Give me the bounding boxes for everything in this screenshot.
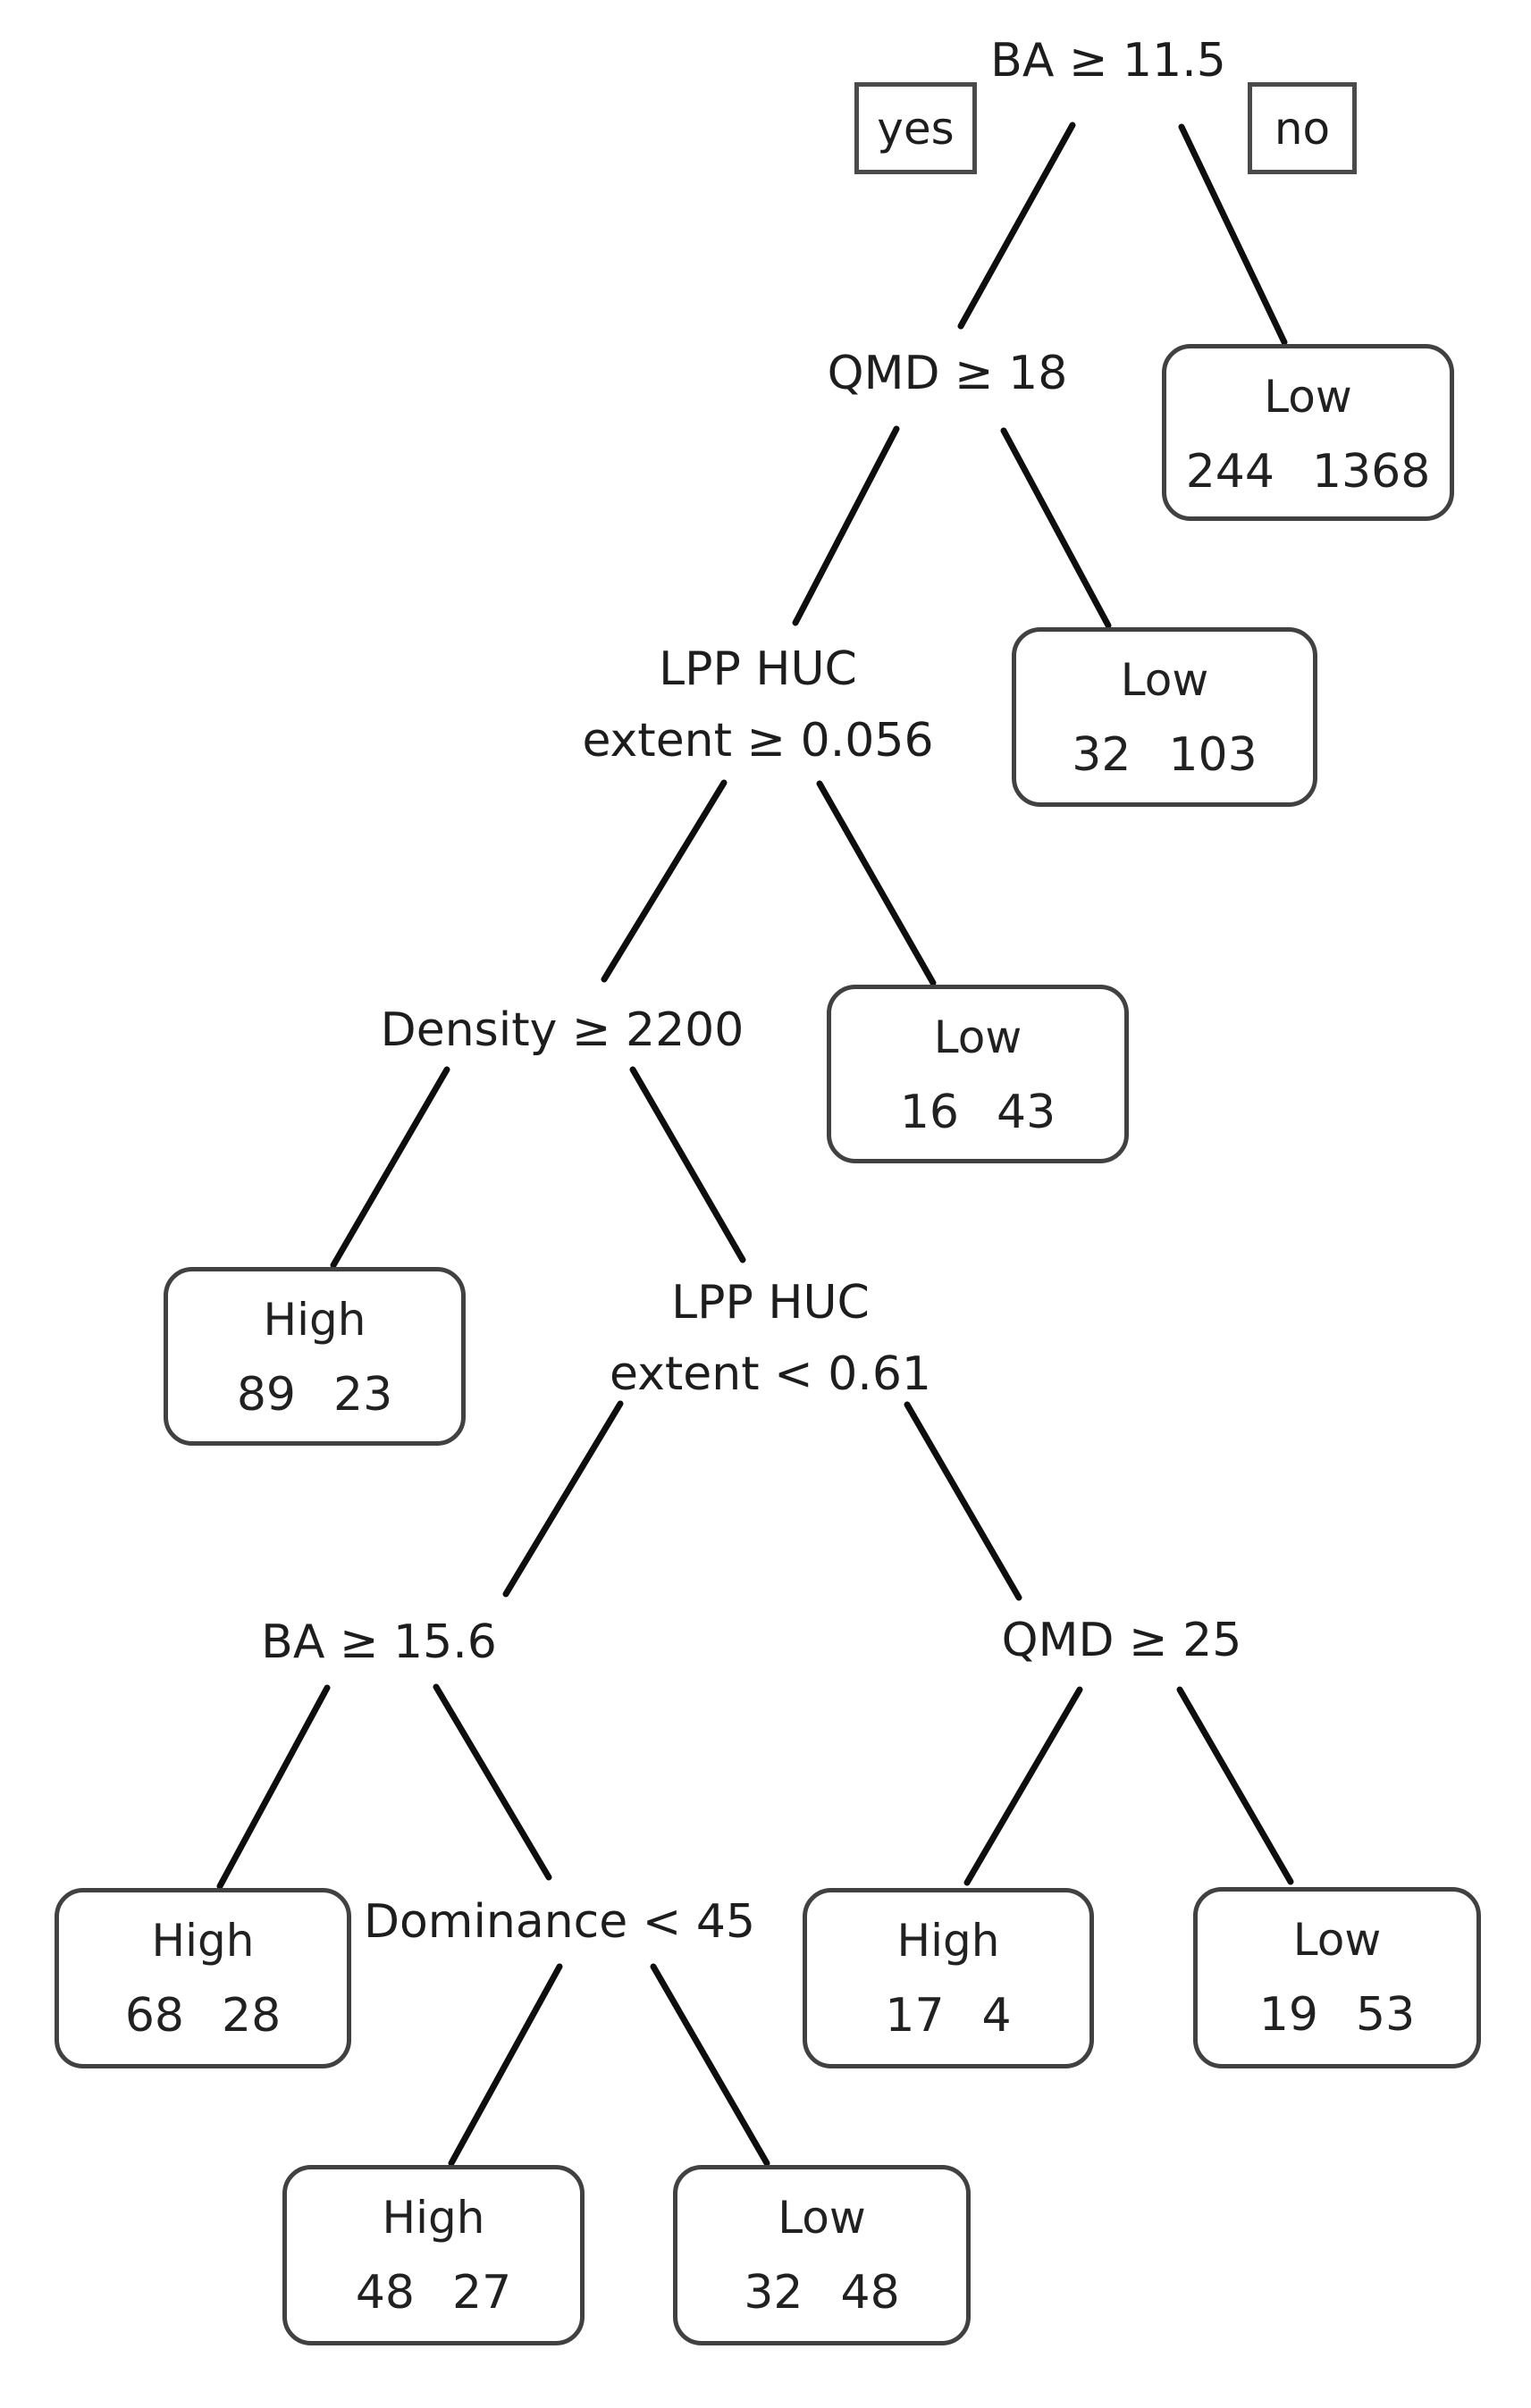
- node-qmd-25: QMD ≥ 25: [854, 1605, 1390, 1676]
- leaf-class-label: High: [382, 2192, 485, 2244]
- leaf-class-label: High: [151, 1915, 255, 1967]
- count-right: 27: [452, 2266, 512, 2320]
- count-right: 53: [1356, 1988, 1416, 2042]
- edge-dom45-low3248: [650, 1963, 770, 2167]
- leaf-counts: 89 23: [168, 1357, 461, 1432]
- edge-ba115-low244: [1178, 123, 1288, 346]
- edge-ba115-qmd18: [957, 122, 1076, 330]
- edge-density-high8923: [330, 1066, 450, 1269]
- edge-qmd25-high174: [963, 1686, 1083, 1886]
- leaf-counts: 32 48: [677, 2255, 966, 2330]
- node-ba-15-6: BA ≥ 15.6: [111, 1607, 647, 1678]
- node-label-line1: LPP HUC: [671, 1276, 870, 1330]
- count-left: 48: [355, 2266, 415, 2320]
- leaf-low-19-53: Low 19 53: [1193, 1887, 1481, 2068]
- count-left: 68: [124, 1989, 184, 2043]
- count-right: 4: [981, 1989, 1012, 2043]
- node-dominance-45: Dominance < 45: [291, 1886, 828, 1958]
- leaf-low-32-48: Low 32 48: [673, 2165, 971, 2345]
- count-left: 32: [1072, 728, 1131, 782]
- count-right: 43: [997, 1086, 1056, 1139]
- count-left: 16: [899, 1086, 959, 1139]
- leaf-low-16-43: Low 16 43: [827, 985, 1129, 1163]
- leaf-high-48-27: High 48 27: [282, 2165, 585, 2345]
- count-left: 244: [1185, 445, 1274, 499]
- edge-ba156-high6828: [216, 1684, 331, 1890]
- leaf-class-label: High: [263, 1294, 366, 1346]
- node-label: BA ≥ 15.6: [261, 1615, 497, 1669]
- no-label: no: [1274, 102, 1331, 155]
- node-label-line2: extent ≥ 0.056: [582, 714, 934, 768]
- count-right: 1368: [1311, 445, 1431, 499]
- leaf-counts: 244 1368: [1166, 434, 1450, 509]
- node-qmd-18: QMD ≥ 18: [679, 338, 1216, 409]
- leaf-class-label: Low: [933, 1011, 1022, 1063]
- node-density-2200: Density ≥ 2200: [294, 994, 830, 1066]
- leaf-class-label: Low: [1292, 1914, 1382, 1966]
- leaf-low-32-103: Low 32 103: [1012, 627, 1317, 807]
- leaf-class-label: Low: [1120, 654, 1209, 706]
- node-label-line1: LPP HUC: [659, 642, 857, 696]
- leaf-counts: 48 27: [287, 2255, 580, 2330]
- node-lpp-huc-extent-lt-061: LPP HUC extent < 0.61: [502, 1267, 1039, 1410]
- count-right: 103: [1168, 728, 1258, 782]
- leaf-counts: 32 103: [1016, 717, 1313, 793]
- edge-lpp056-low1643: [816, 780, 937, 986]
- leaf-high-89-23: High 89 23: [164, 1267, 466, 1446]
- branch-label-no: no: [1248, 82, 1357, 174]
- leaf-class-label: Low: [778, 2192, 866, 2244]
- yes-label: yes: [877, 102, 955, 155]
- count-right: 23: [333, 1368, 393, 1422]
- count-left: 32: [744, 2266, 803, 2320]
- leaf-high-68-28: High 68 28: [55, 1888, 351, 2068]
- edge-density-lpp061: [629, 1066, 746, 1263]
- leaf-counts: 17 4: [807, 1978, 1089, 2053]
- edge-lpp061-qmd25: [904, 1401, 1022, 1601]
- node-label: QMD ≥ 18: [827, 347, 1068, 400]
- leaf-class-label: Low: [1264, 371, 1352, 423]
- node-label-line2: extent < 0.61: [610, 1347, 931, 1401]
- edge-qmd18-low32103: [1000, 427, 1112, 629]
- leaf-low-244-1368: Low 244 1368: [1162, 344, 1454, 521]
- branch-label-yes: yes: [854, 82, 977, 174]
- node-label: BA ≥ 11.5: [990, 34, 1226, 88]
- leaf-high-17-4: High 17 4: [803, 1888, 1094, 2068]
- leaf-class-label: High: [896, 1915, 1000, 1967]
- node-lpp-huc-extent-ge-0056: LPP HUC extent ≥ 0.056: [490, 633, 1026, 776]
- leaf-counts: 68 28: [59, 1978, 347, 2053]
- edge-lpp061-ba156: [502, 1400, 624, 1598]
- count-left: 19: [1258, 1988, 1318, 2042]
- count-right: 48: [840, 2266, 900, 2320]
- node-label: QMD ≥ 25: [1001, 1614, 1242, 1667]
- leaf-counts: 19 53: [1198, 1977, 1476, 2052]
- edge-qmd18-lpp056: [792, 425, 900, 626]
- node-ba-11-5: BA ≥ 11.5: [840, 25, 1376, 96]
- node-label: Density ≥ 2200: [380, 1003, 744, 1057]
- edge-qmd25-low1953: [1176, 1686, 1294, 1885]
- leaf-counts: 16 43: [831, 1075, 1124, 1150]
- edge-ba156-dom45: [433, 1683, 552, 1881]
- node-label: Dominance < 45: [363, 1895, 756, 1949]
- edge-dom45-high4827: [448, 1963, 563, 2167]
- count-right: 28: [222, 1989, 282, 2043]
- edge-lpp056-density: [601, 779, 728, 983]
- count-left: 17: [885, 1989, 945, 2043]
- count-left: 89: [236, 1368, 296, 1422]
